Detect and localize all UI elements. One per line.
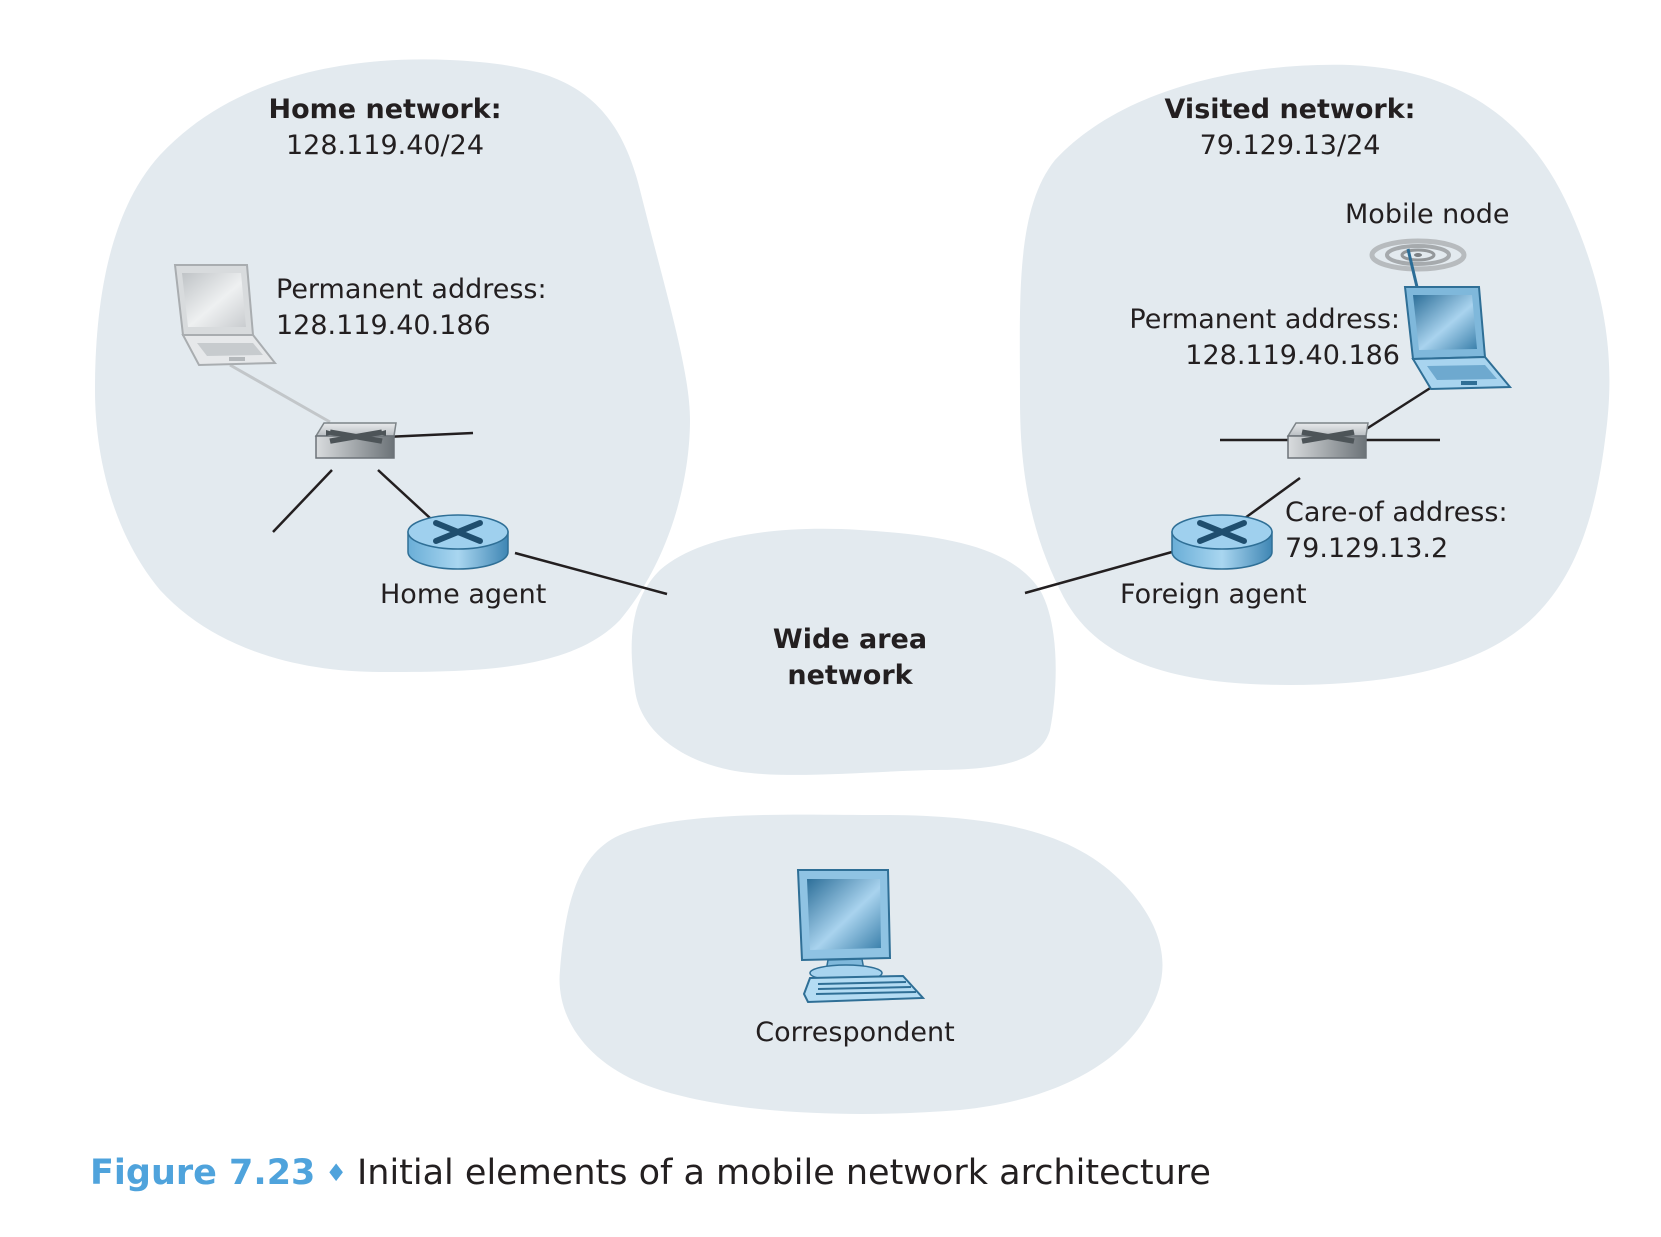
visited-network-prefix: 79.129.13/24	[1199, 130, 1381, 161]
link-home-switch-left	[272, 469, 333, 533]
link-laptop-switch	[229, 363, 331, 424]
visited-network-title: Visited network:	[1164, 94, 1416, 125]
care-of-address-value: 79.129.13.2	[1285, 533, 1449, 564]
home-network-title: Home network:	[268, 94, 502, 125]
wan-label-line2: network	[787, 660, 913, 691]
switch-icon	[314, 422, 397, 459]
link-home-switch-router	[377, 469, 431, 519]
wan-cloud	[631, 528, 1056, 775]
link-visited-switch-mobile	[1359, 383, 1436, 435]
correspondent-label: Correspondent	[755, 1017, 955, 1048]
home-permanent-address-value: 128.119.40.186	[276, 310, 491, 341]
visited-permanent-address-value: 128.119.40.186	[1185, 340, 1400, 371]
foreign-agent-label: Foreign agent	[1120, 579, 1307, 610]
link-home-switch-out	[384, 431, 474, 439]
home-network-cloud	[95, 59, 690, 673]
link-foreign-router-switch	[1244, 476, 1301, 520]
home-agent-label: Home agent	[380, 579, 547, 610]
figure-caption: Figure 7.23 ♦ Initial elements of a mobile…	[90, 1148, 1211, 1198]
laptop-icon	[1403, 248, 1513, 391]
visited-permanent-address-label: Permanent address:	[1129, 304, 1400, 335]
home-network-prefix: 128.119.40/24	[285, 130, 485, 161]
laptop-icon	[173, 264, 278, 367]
care-of-address-label: Care-of address:	[1285, 497, 1508, 528]
desktop-computer-icon	[796, 869, 926, 1004]
switch-icon	[1286, 422, 1369, 459]
figure-number: Figure 7.23	[90, 1153, 316, 1193]
wan-label-line1: Wide area	[772, 624, 928, 655]
caption-separator: ♦	[325, 1159, 347, 1187]
caption-text: Initial elements of a mobile network arc…	[356, 1153, 1211, 1193]
home-permanent-address-label: Permanent address:	[276, 274, 547, 305]
wireless-signal-icon	[1369, 238, 1467, 272]
visited-network-cloud	[1019, 64, 1610, 685]
link-home-router-wan	[514, 551, 668, 596]
link-wan-foreign-router	[1024, 550, 1173, 595]
mobile-node-label: Mobile node	[1345, 199, 1510, 230]
router-icon	[407, 514, 509, 570]
router-icon	[1171, 514, 1273, 570]
